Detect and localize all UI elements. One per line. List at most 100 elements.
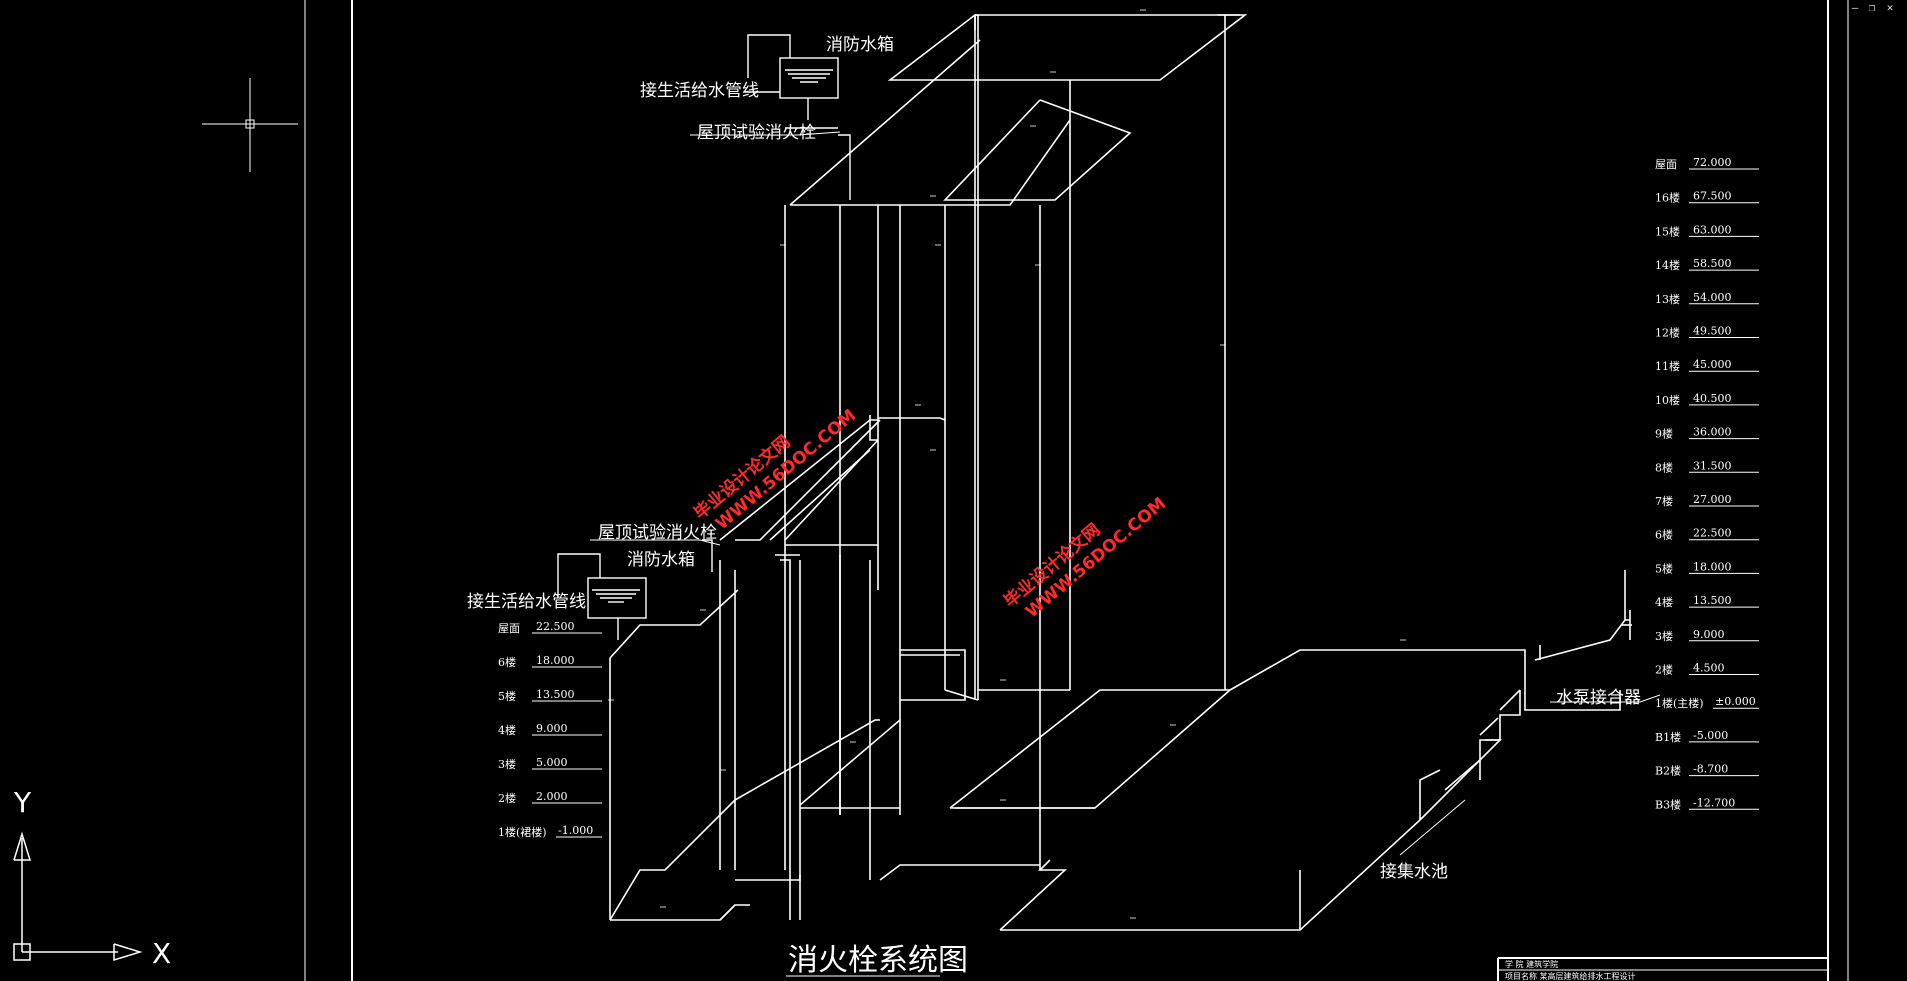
right-level-value: -5.000	[1693, 729, 1728, 742]
right-elevation-scale: 屋面 72.000 16楼 67.500 15楼 63.000 14楼 58.500 13楼 54…	[1655, 156, 1759, 811]
right-level-row: 7楼 27.000	[1655, 493, 1759, 508]
right-level-floor: 1楼(主楼)	[1655, 696, 1704, 710]
left-level-floor: 4楼	[498, 723, 516, 737]
restore-icon[interactable]: ❐	[1868, 1, 1876, 14]
lower-hydrant-label: 屋顶试验消火栓	[598, 523, 717, 543]
left-level-floor: 屋面	[498, 622, 520, 635]
watermark-2-line2: WWW.56DOC.COM	[1022, 494, 1170, 623]
upper-fire-water-tank	[745, 34, 851, 200]
right-level-row: 11楼 45.000	[1655, 358, 1759, 373]
right-level-value: 18.000	[1693, 560, 1732, 573]
right-level-row: 屋面 72.000	[1655, 156, 1759, 171]
right-level-floor: 屋面	[1655, 158, 1677, 171]
right-level-value: 13.500	[1693, 594, 1732, 607]
right-level-row: 12楼 49.500	[1655, 325, 1759, 340]
right-level-floor: 16楼	[1655, 191, 1680, 205]
right-level-floor: 11楼	[1655, 359, 1680, 373]
right-level-row: 1楼(主楼) ±0.000	[1655, 695, 1759, 710]
right-level-floor: B3楼	[1655, 797, 1681, 811]
left-level-value: 5.000	[536, 756, 568, 769]
left-level-value: 9.000	[536, 722, 568, 735]
right-level-value: 67.500	[1693, 190, 1732, 203]
right-level-row: 10楼 40.500	[1655, 392, 1759, 407]
right-level-row: 2楼 4.500	[1655, 662, 1759, 677]
right-level-floor: 7楼	[1655, 494, 1673, 508]
right-level-row: 16楼 67.500	[1655, 190, 1759, 205]
ucs-axis-icon	[13, 831, 143, 962]
right-level-row: 14楼 58.500	[1655, 257, 1759, 272]
left-level-value: 13.500	[536, 688, 575, 701]
lower-fire-water-tank	[557, 539, 713, 640]
left-level-floor: 5楼	[498, 689, 516, 703]
left-level-floor: 3楼	[498, 757, 516, 771]
lower-supply-label: 接生活给水管线	[467, 592, 586, 612]
drawing-title: 消火栓系统图	[788, 943, 968, 978]
podium-pipe-network	[609, 415, 1040, 921]
left-level-value: -1.000	[558, 824, 593, 837]
right-level-row: B2楼 -8.700	[1655, 763, 1759, 778]
right-level-floor: 5楼	[1655, 561, 1673, 575]
right-level-floor: 14楼	[1655, 258, 1680, 272]
right-level-value: -8.700	[1693, 763, 1728, 776]
crosshair-cursor	[202, 78, 298, 172]
right-level-value: 31.500	[1693, 459, 1732, 472]
drawing-frame	[304, 0, 1849, 981]
tower-pipe-network	[784, 14, 1632, 931]
right-level-row: 5楼 18.000	[1655, 560, 1759, 575]
right-level-value: 40.500	[1693, 392, 1732, 405]
left-level-floor: 6楼	[498, 655, 516, 669]
right-level-floor: 10楼	[1655, 393, 1680, 407]
right-level-value: 54.000	[1693, 291, 1732, 304]
right-level-value: 36.000	[1693, 426, 1732, 439]
minimize-icon[interactable]: –	[1851, 1, 1859, 14]
axis-x-label: X	[152, 937, 171, 970]
right-level-value: 9.000	[1693, 628, 1725, 641]
right-level-floor: B1楼	[1655, 730, 1681, 744]
right-level-value: 4.500	[1693, 662, 1725, 675]
right-level-row: 13楼 54.000	[1655, 291, 1759, 306]
upper-tank-label: 消防水箱	[826, 35, 894, 55]
annotation-labels: 消防水箱 接生活给水管线 屋顶试验消火栓 屋顶试验消火栓 消防水箱 接生活给水管…	[467, 35, 1641, 882]
right-level-row: 15楼 63.000	[1655, 223, 1759, 238]
pump-adapter-label: 水泵接合器	[1556, 688, 1641, 708]
left-level-row: 3楼 5.000	[498, 756, 602, 771]
right-level-value: ±0.000	[1715, 695, 1756, 708]
right-level-floor: 12楼	[1655, 326, 1680, 340]
right-level-row: 9楼 36.000	[1655, 426, 1759, 441]
right-level-value: 27.000	[1693, 493, 1732, 506]
right-level-value: 49.500	[1693, 325, 1732, 338]
right-level-floor: 9楼	[1655, 427, 1673, 441]
right-level-value: 22.500	[1693, 527, 1732, 540]
left-level-row: 1楼(裙楼)-1.000	[498, 824, 602, 839]
right-level-floor: 2楼	[1655, 663, 1673, 677]
watermark-1: 毕业设计论文网 WWW.56DOC.COM	[690, 406, 860, 535]
right-level-floor: 15楼	[1655, 224, 1680, 238]
left-level-row: 5楼 13.500	[498, 688, 602, 703]
right-level-row: B1楼 -5.000	[1655, 729, 1759, 744]
left-level-row: 4楼 9.000	[498, 722, 602, 737]
right-level-floor: B2楼	[1655, 764, 1681, 778]
pipe-tag-marks	[608, 9, 1406, 919]
left-level-value: 2.000	[536, 790, 568, 803]
axis-y-label: Y	[13, 786, 32, 819]
right-level-value: 72.000	[1693, 156, 1732, 169]
title-block-row2: 项目名称 某高层建筑给排水工程设计	[1505, 971, 1636, 981]
upper-supply-label: 接生活给水管线	[640, 81, 759, 101]
close-icon[interactable]: ✕	[1886, 1, 1894, 14]
right-level-value: -12.700	[1693, 796, 1735, 809]
right-level-value: 58.500	[1693, 257, 1732, 270]
watermark-2: 毕业设计论文网 WWW.56DOC.COM	[1000, 494, 1170, 623]
right-level-value: 45.000	[1693, 358, 1732, 371]
right-level-value: 63.000	[1693, 223, 1732, 236]
right-level-floor: 13楼	[1655, 292, 1680, 306]
right-level-row: 6楼 22.500	[1655, 527, 1759, 542]
right-level-floor: 6楼	[1655, 528, 1673, 542]
title-block: 学 院 建筑学院 项目名称 某高层建筑给排水工程设计	[1498, 959, 1828, 981]
leader-lines	[590, 131, 1661, 856]
